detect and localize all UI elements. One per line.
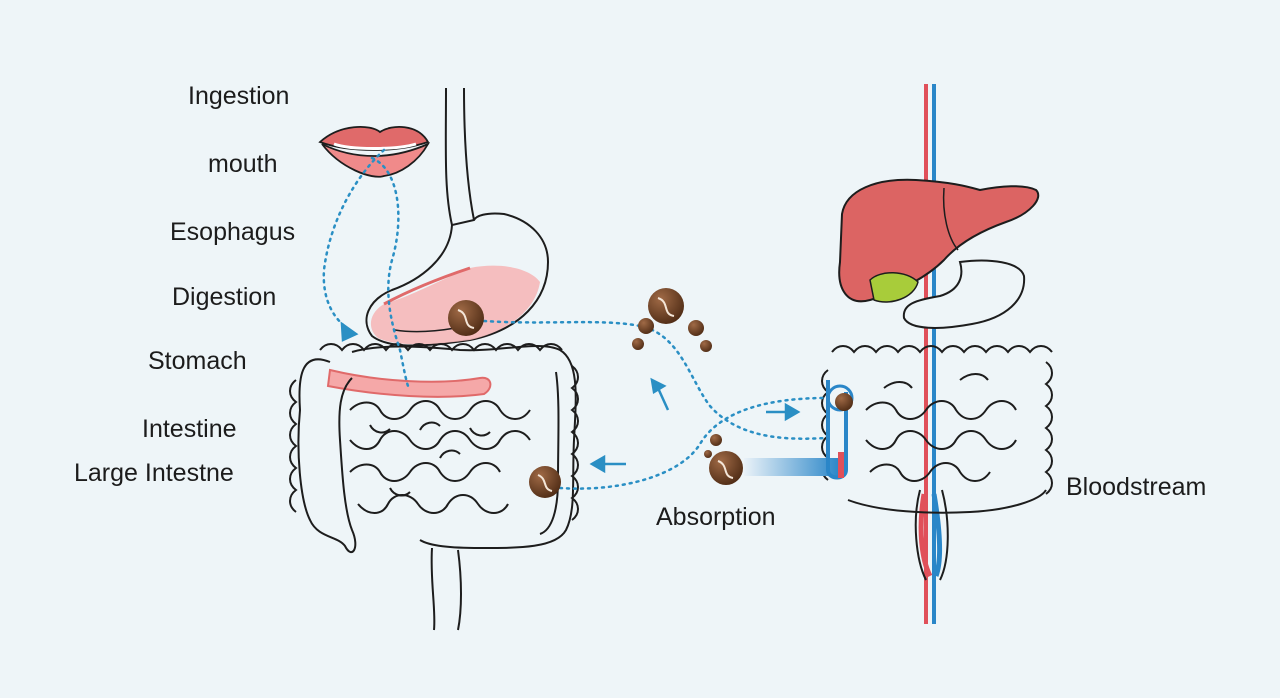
blood-vessel-icon xyxy=(914,84,949,624)
bean-center-large xyxy=(648,288,684,324)
label-large-intestine: Large Intestne xyxy=(74,459,234,487)
bean-vessel xyxy=(835,393,853,411)
label-digestion: Digestion xyxy=(172,283,277,311)
bean-small-2 xyxy=(688,320,704,336)
lips-icon xyxy=(318,126,431,178)
label-bloodstream: Bloodstream xyxy=(1066,473,1207,501)
bean-small-6 xyxy=(704,450,712,458)
intestine-icon xyxy=(289,343,579,631)
dotted-pathways xyxy=(322,148,828,490)
bean-intestine xyxy=(529,466,561,498)
coffee-bean-icon xyxy=(448,288,853,498)
bean-absorption xyxy=(709,451,743,485)
label-esophagus: Esophagus xyxy=(170,218,296,246)
bean-small-5 xyxy=(710,434,722,446)
label-stomach: Stomach xyxy=(148,347,247,375)
bean-small-4 xyxy=(700,340,712,352)
liver-icon xyxy=(838,178,1040,303)
right-intestine xyxy=(821,345,1053,514)
absorption-pipe xyxy=(744,380,854,480)
arrow-icon xyxy=(340,321,801,474)
pink-duct xyxy=(326,368,492,398)
esophagus-tube xyxy=(444,87,475,226)
bean-small-3 xyxy=(632,338,644,350)
label-mouth: mouth xyxy=(208,150,278,178)
bean-stomach xyxy=(448,300,484,336)
right-stomach xyxy=(902,259,1026,329)
bean-small-1 xyxy=(638,318,654,334)
label-absorption: Absorption xyxy=(656,503,776,531)
label-ingestion: Ingestion xyxy=(188,82,290,110)
label-intestine: Intestine xyxy=(142,415,237,443)
